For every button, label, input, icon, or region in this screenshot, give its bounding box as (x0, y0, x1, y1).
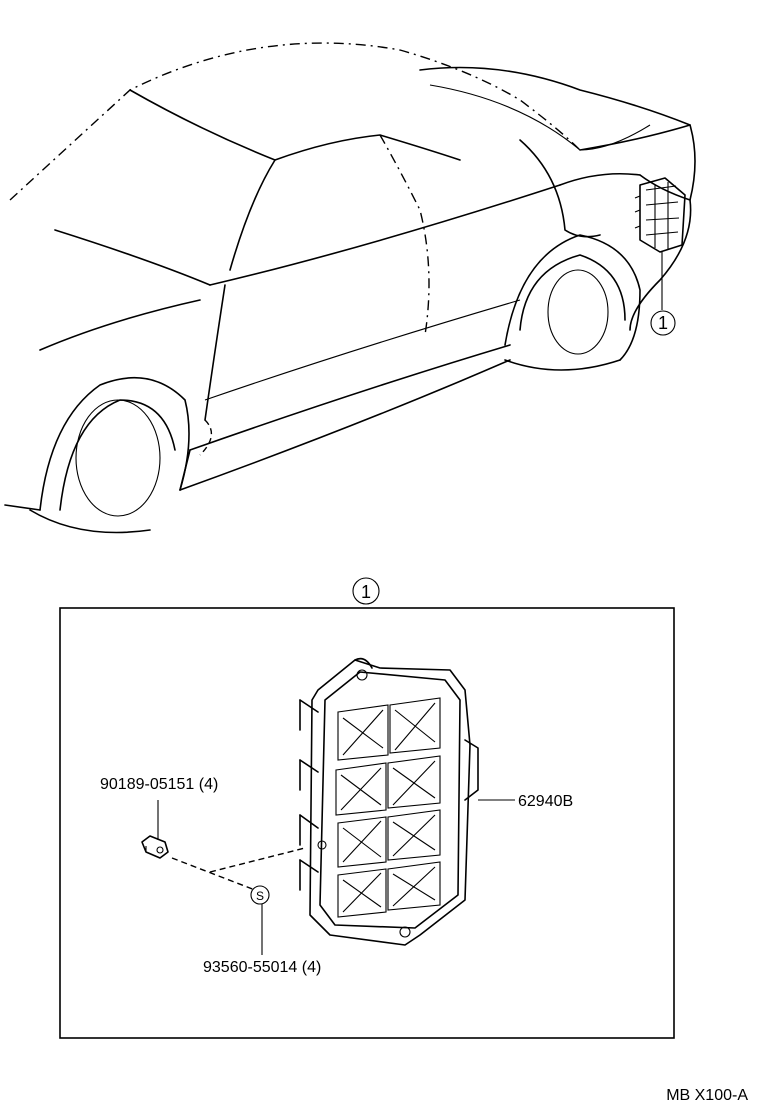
assembly-line-vent (209, 847, 306, 873)
clip-symbol-circle (250, 885, 270, 905)
car-callout-circle (650, 310, 676, 336)
clip-part-number: 93560-55014 (4) (203, 959, 321, 976)
diagram-code: MB X100-A (666, 1087, 748, 1104)
vent-flap-grid (335, 697, 441, 918)
clip-symbol-letter: S (256, 889, 264, 903)
detail-callout-number: 1 (361, 582, 371, 602)
car-illustration: 1 (4, 42, 696, 534)
vent-part-number: 62940B (518, 793, 573, 810)
screw-fastener (141, 835, 169, 859)
car-vent-location (634, 177, 686, 253)
quarter-vent-assembly (299, 657, 479, 946)
detail-callout-circle (352, 577, 380, 605)
car-callout-number: 1 (658, 313, 668, 333)
assembly-line-clip (171, 857, 256, 891)
screw-part-number: 90189-05151 (4) (100, 776, 218, 793)
detail-frame (59, 607, 675, 1039)
